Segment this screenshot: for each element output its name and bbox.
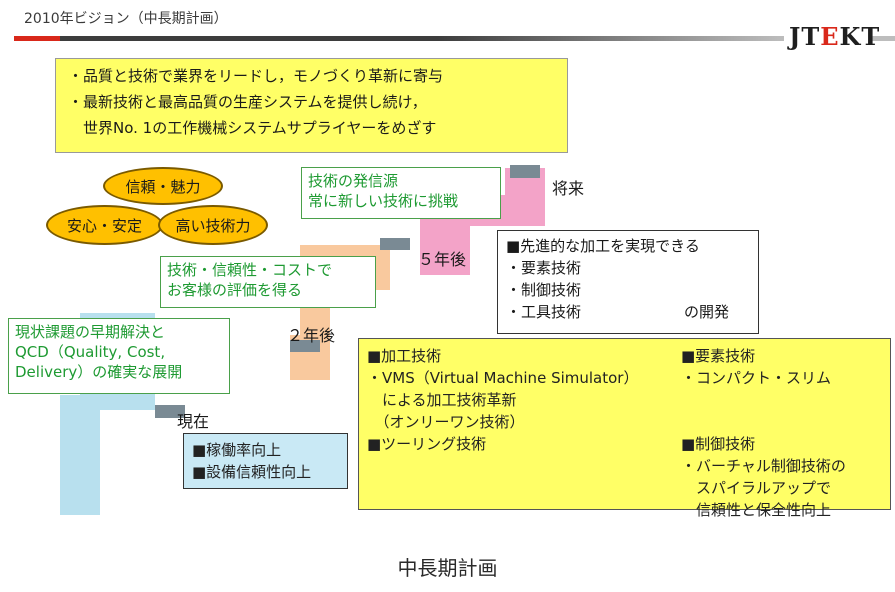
- current-actions-box: ■稼働率向上 ■設備信頼性向上: [183, 433, 348, 489]
- goal-current: 現状課題の早期解決と QCD（Quality, Cost, Delivery）の…: [8, 318, 230, 394]
- element-control-column: ■要素技術 ・コンパクト・スリム ■制御技術 ・バーチャル制御技術の スパイラル…: [681, 347, 846, 519]
- value-oval-trust: 信頼・魅力: [103, 167, 223, 205]
- stage-label-five-years: ５年後: [418, 250, 467, 269]
- vision-statement: ・品質と技術で業界をリードし，モノづくり革新に寄与 ・最新技術と最高品質の生産シ…: [55, 58, 568, 153]
- vision-line: 世界No. 1の工作機械システムサプライヤーをめざす: [68, 119, 437, 137]
- header-rule-end: [870, 36, 895, 41]
- step-two-years-shadow-2: [380, 238, 410, 250]
- value-oval-safety: 安心・安定: [46, 205, 163, 245]
- advanced-title: ■先進的な加工を実現できる: [506, 237, 700, 255]
- processing-column: ■加工技術 ・VMS（Virtual Machine Simulator） によ…: [367, 347, 639, 453]
- diagram-caption: 中長期計画: [397, 556, 498, 580]
- value-oval-technology: 高い技術力: [158, 205, 268, 245]
- step-five-years-shadow: [510, 165, 540, 178]
- tech-plan-box: ■加工技術 ・VMS（Virtual Machine Simulator） によ…: [358, 338, 891, 519]
- page-title: 2010年ビジョン（中長期計画）: [24, 11, 228, 27]
- step-two-years-shadow: [290, 340, 320, 352]
- header-rule: [14, 36, 784, 41]
- stage-label-two-years: ２年後: [287, 326, 336, 345]
- jtekt-logo: JTEKT: [789, 22, 881, 51]
- vision-line: ・最新技術と最高品質の生産システムを提供し続け，: [68, 93, 427, 111]
- goal-future: 技術の発信源 常に新しい技術に挑戦: [301, 167, 501, 219]
- stage-label-future: 将来: [552, 179, 585, 198]
- advanced-processing-box: ■先進的な加工を実現できる ・要素技術 ・制御技術 ・工具技術 の開発: [497, 230, 759, 334]
- step-five-years: [420, 168, 545, 275]
- step-current-shadow: [155, 405, 185, 418]
- vision-line: ・品質と技術で業界をリードし，モノづくり革新に寄与: [68, 67, 444, 85]
- goal-two-years: 技術・信頼性・コストで お客様の評価を得る: [160, 256, 376, 308]
- stage-label-current: 現在: [177, 412, 210, 431]
